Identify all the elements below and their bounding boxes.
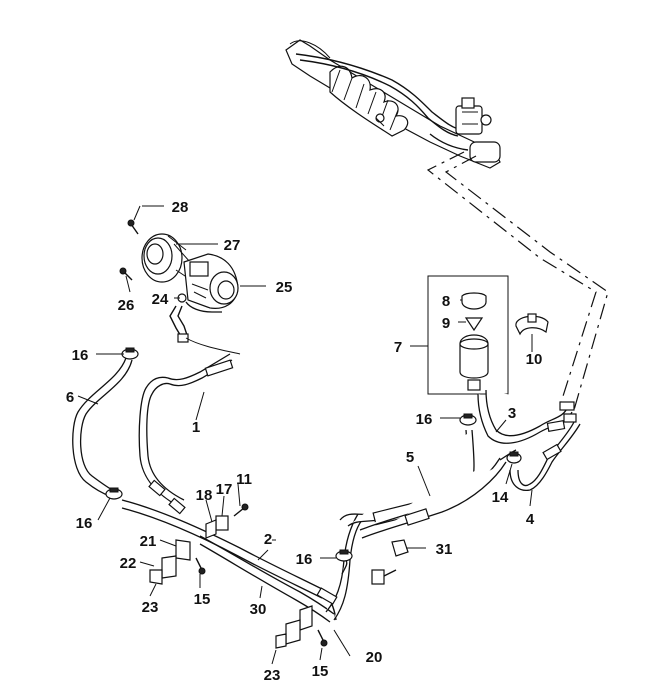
clamp-16-c [105,487,123,500]
steering-rack [285,39,501,169]
callout-16-b: 16 [416,411,433,428]
callout-11: 11 [236,471,252,488]
pipe-30 [199,535,335,615]
reservoir-tank [459,334,489,391]
bracket-20 [275,605,313,649]
callout-15-b: 15 [312,663,329,680]
callout-7: 7 [394,339,402,356]
reservoir-bracket-10 [515,313,549,336]
callout-15-a: 15 [194,591,211,608]
callout-16-d: 16 [296,551,313,568]
callout-1: 1 [192,419,200,436]
callout-8: 8 [442,293,450,310]
bracket-31 [371,539,409,585]
bolt-15-a [195,557,206,575]
reservoir-filter [464,317,484,332]
pipe-2 [121,499,325,591]
callout-24: 24 [152,291,169,308]
reservoir-cap [461,292,487,310]
callout-16-a: 16 [72,347,89,364]
leader-lines [77,205,533,665]
rack-valve-body [455,97,501,163]
callout-23-b: 23 [264,667,281,683]
bolt-28 [127,219,139,235]
clamp-14 [506,451,522,464]
bolt-26 [119,267,133,281]
callout-26: 26 [118,297,135,314]
callout-31: 31 [436,541,453,558]
bracket-21-22 [149,539,191,585]
callout-9: 9 [442,315,450,332]
pump-pulley [141,233,191,283]
clamp-16-a [121,347,139,360]
clamp-16-b [459,413,477,426]
callout-6: 6 [66,389,74,406]
callout-4: 4 [526,511,535,528]
callout-18: 18 [196,487,213,504]
callout-21: 21 [140,533,157,550]
pump-assembly [119,219,239,343]
rack-bellows [329,65,409,137]
hose-network [72,337,581,623]
callout-16-c: 16 [76,515,93,532]
callout-22: 22 [120,555,137,572]
hose-clamps [105,347,522,562]
pump-body [183,253,239,309]
callout-20: 20 [366,649,383,666]
callout-labels: 1 2 3 4 5 6 7 8 9 10 11 14 15 15 16 16 1… [66,199,543,683]
bracket-17-18 [205,515,229,539]
callout-30: 30 [250,601,267,618]
callout-25: 25 [276,279,293,296]
callout-5: 5 [406,449,414,466]
callout-2: 2 [264,531,272,548]
callout-28: 28 [172,199,189,216]
callout-10: 10 [526,351,543,368]
callout-17: 17 [216,481,233,498]
dash-reference-lines [426,151,609,413]
callout-27: 27 [224,237,241,254]
bolt-15-b [317,629,328,647]
reservoir-bounding-box [427,275,509,395]
bolt-11 [233,503,249,517]
callout-14: 14 [492,489,509,506]
callout-3: 3 [508,405,516,422]
callout-23-a: 23 [142,599,159,616]
clamp-16-d [335,549,353,562]
reservoir-assembly [427,275,549,395]
lower-brackets [149,503,409,649]
